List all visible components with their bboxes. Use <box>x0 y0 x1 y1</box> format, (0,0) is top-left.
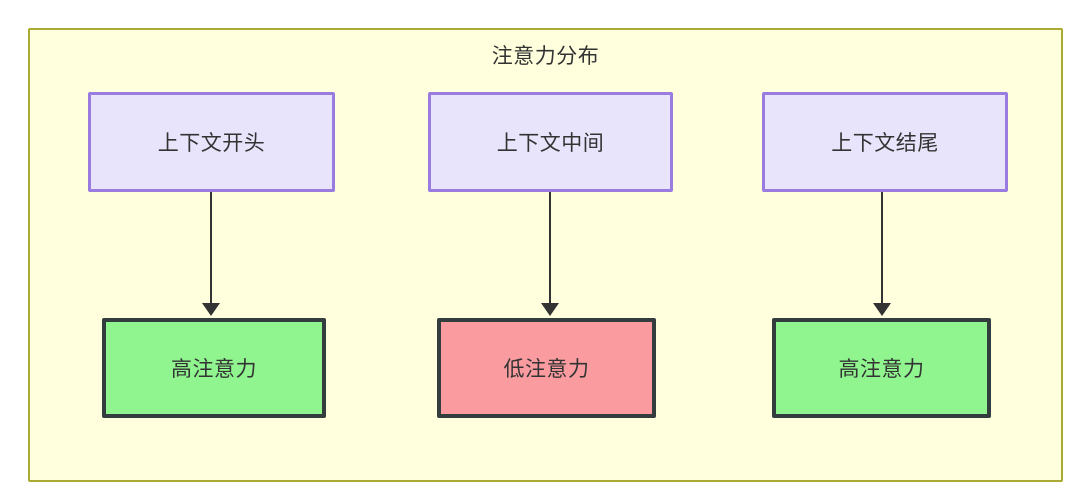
node-context-middle[interactable]: 上下文中间 <box>428 92 673 192</box>
node-context-start[interactable]: 上下文开头 <box>88 92 335 192</box>
node-label: 高注意力 <box>171 358 257 381</box>
node-label: 上下文开头 <box>157 132 266 155</box>
diagram-title: 注意力分布 <box>491 45 600 68</box>
arrowhead-icon <box>873 303 891 316</box>
node-label: 上下文中间 <box>496 132 605 155</box>
node-attention-high-start[interactable]: 高注意力 <box>102 318 326 418</box>
edge-line-context-end-to-attention-high <box>881 192 883 305</box>
edge-line-context-start-to-attention-high <box>210 192 212 305</box>
node-label: 上下文结尾 <box>831 132 939 155</box>
node-attention-high-end[interactable]: 高注意力 <box>772 318 991 418</box>
node-context-end[interactable]: 上下文结尾 <box>762 92 1008 192</box>
arrowhead-icon <box>202 303 220 316</box>
node-label: 低注意力 <box>503 358 590 381</box>
node-label: 高注意力 <box>838 358 925 381</box>
arrowhead-icon <box>541 303 559 316</box>
node-attention-low-middle[interactable]: 低注意力 <box>437 318 656 418</box>
edge-line-context-middle-to-attention-low <box>549 192 551 305</box>
